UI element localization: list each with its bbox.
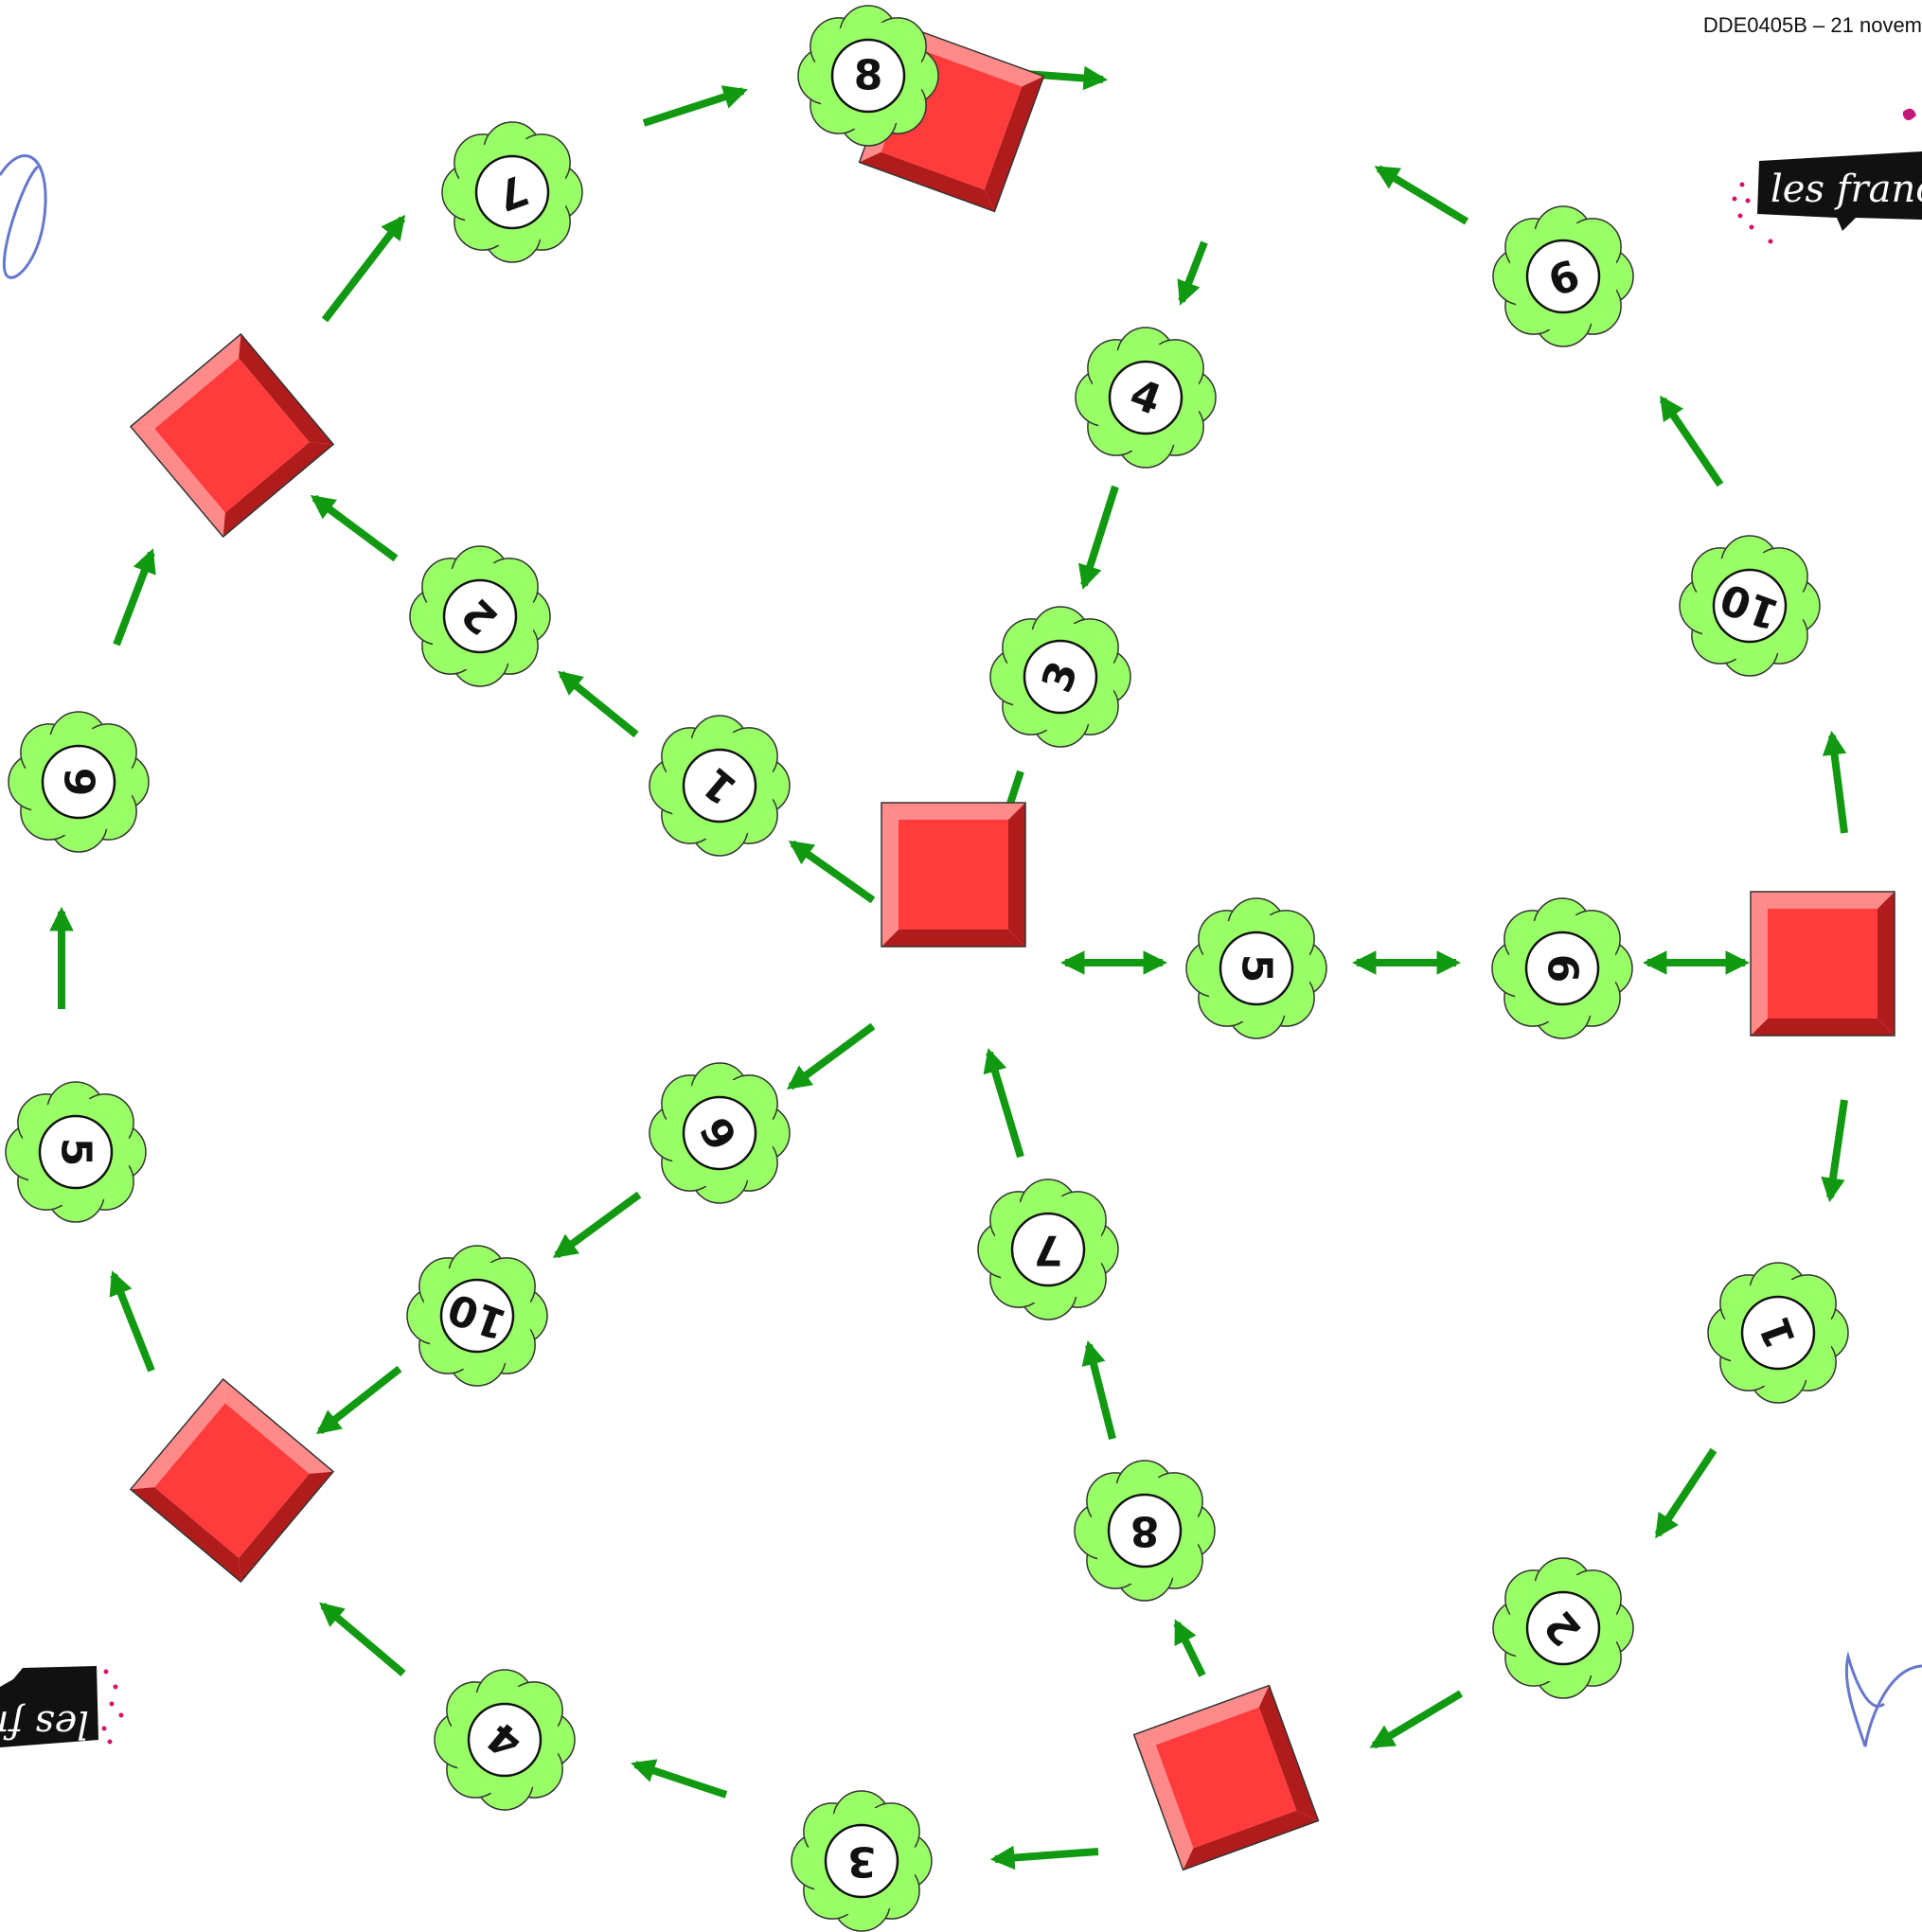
path-arrow — [552, 1191, 642, 1259]
board-space: 9 — [1492, 205, 1634, 347]
board-space: 9 — [8, 711, 150, 853]
path-arrow — [1177, 240, 1208, 306]
signature-mark — [1844, 1651, 1922, 1747]
path-arrow — [319, 1602, 406, 1677]
board-space: 10 — [1679, 535, 1821, 677]
path-arrow — [1077, 485, 1119, 590]
board-space: 10 — [406, 1245, 548, 1387]
path-arrow — [786, 1022, 876, 1090]
path-arrow — [1654, 1447, 1717, 1539]
path-arrow — [315, 1365, 402, 1435]
path-arrow — [989, 1845, 1099, 1870]
document-reference: DDE0405B – 21 novem — [1702, 13, 1922, 37]
brand-logo-tagline: L'éducatio — [1882, 220, 1921, 229]
path-arrow — [109, 1270, 155, 1373]
space-number: 5 — [1233, 954, 1281, 984]
path-arrow — [310, 494, 399, 562]
path-arrow — [631, 1759, 728, 1799]
path-arrow — [113, 548, 156, 647]
path-arrow — [1173, 1619, 1206, 1677]
board-space: 2 — [409, 545, 551, 687]
path-arrow — [1822, 730, 1848, 834]
path-arrow — [788, 840, 876, 904]
brand-logo-rotated-text: les fr — [0, 1702, 89, 1746]
path-arrow — [1369, 1690, 1464, 1749]
board-space: 3 — [989, 606, 1131, 748]
brand-logo-text: les franca — [1771, 168, 1922, 211]
path-arrow — [1374, 165, 1469, 225]
space-number: 5 — [52, 1138, 100, 1167]
path-arrow — [983, 1048, 1024, 1159]
square-tile-6 — [1132, 1684, 1320, 1871]
brand-logo: les francaL'éducatio — [1732, 108, 1922, 244]
board-space: 1 — [649, 715, 791, 857]
board-space: 6 — [649, 1062, 791, 1204]
board-space: 7 — [977, 1179, 1119, 1320]
board-space: 8 — [797, 5, 939, 147]
path-arrow — [1821, 1099, 1848, 1203]
square-tile-3 — [881, 802, 1026, 948]
square-tile-2 — [129, 332, 335, 539]
space-number: 8 — [1130, 1507, 1160, 1555]
board-space: 2 — [1492, 1557, 1634, 1699]
signature-mark — [0, 154, 47, 279]
space-number: 7 — [1034, 1226, 1063, 1274]
board-space: 1 — [1707, 1262, 1849, 1404]
space-number: 8 — [854, 52, 883, 100]
path-arrow — [1659, 395, 1724, 487]
square-tile-1 — [858, 26, 1045, 213]
board-space: 5 — [5, 1081, 147, 1223]
path-arrow — [321, 214, 406, 323]
board-space: 7 — [441, 121, 583, 263]
board-space: 4 — [1075, 327, 1217, 469]
square-tile-4 — [1750, 891, 1895, 1037]
path-arrow — [642, 85, 748, 127]
square-tile-5 — [129, 1377, 335, 1584]
board-space: 6 — [1491, 897, 1633, 1039]
board-space: 3 — [791, 1790, 933, 1932]
board-space: 4 — [434, 1669, 576, 1811]
board-space: 5 — [1185, 897, 1327, 1039]
space-number: 3 — [847, 1837, 877, 1886]
path-arrow — [1081, 1340, 1116, 1440]
board-space: 8 — [1074, 1460, 1216, 1602]
space-number: 9 — [55, 768, 103, 797]
space-number: 6 — [1539, 954, 1587, 984]
brand-logo-rotated: les fr — [0, 1666, 124, 1747]
path-arrow — [558, 670, 639, 738]
